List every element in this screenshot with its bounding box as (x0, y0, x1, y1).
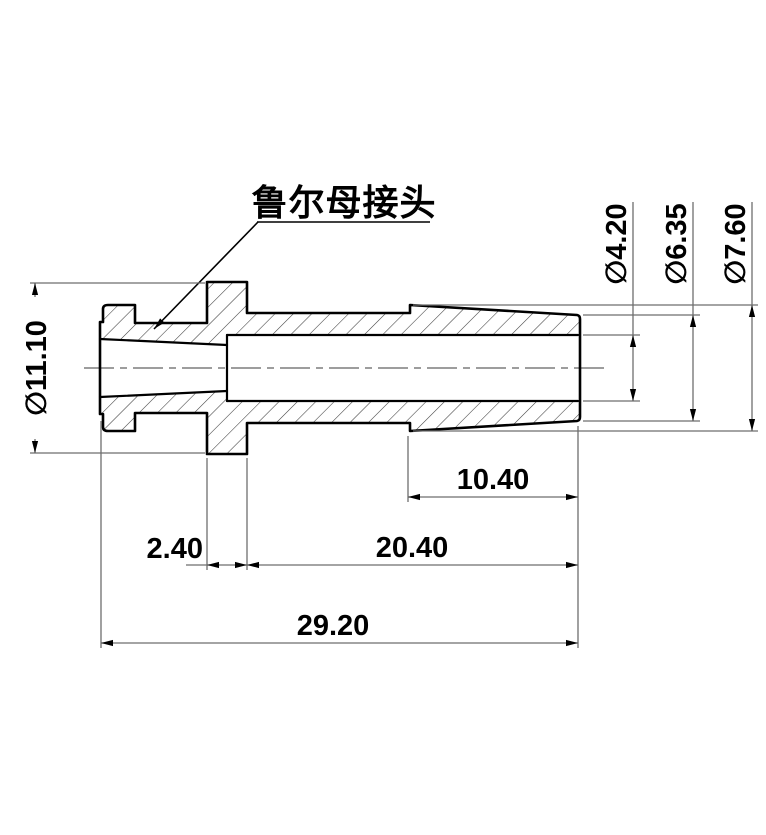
dim-flange-od: ∅11.10 (12, 282, 205, 454)
dim-barb-od: ∅7.60 (413, 202, 758, 432)
dim-text-overall-length: 29.20 (297, 610, 370, 642)
cone-top-line (98, 337, 229, 347)
dim-text-barb-length: 10.40 (457, 464, 530, 496)
dim-text-tip-od: ∅6.35 (661, 203, 693, 284)
part-outline (98, 280, 582, 456)
callout-leader-line (153, 221, 259, 330)
dim-text-lumen-id: ∅4.20 (601, 203, 633, 284)
dim-text-body-length: 20.40 (376, 532, 449, 564)
dim-barb-length: 10.40 (407, 426, 579, 648)
callout-label: 鲁尔母接头 (251, 182, 436, 223)
callout: 鲁尔母接头 (153, 182, 436, 330)
dim-overall-length: 29.20 (100, 421, 578, 648)
dim-tip-od: ∅6.35 (583, 202, 700, 422)
outer-profile (98, 280, 582, 456)
inner-bore-lines (98, 333, 580, 403)
dim-text-mask (12, 297, 58, 439)
dim-collar-and-body: 2.40 20.40 (147, 458, 578, 570)
dim-text-barb-od: ∅7.60 (720, 203, 752, 284)
dim-text-flange-od: ∅11.10 (21, 320, 53, 416)
cone-bottom-line (98, 389, 229, 399)
dim-lumen-id: ∅4.20 (583, 202, 640, 402)
dim-text-collar-width: 2.40 (147, 533, 203, 565)
